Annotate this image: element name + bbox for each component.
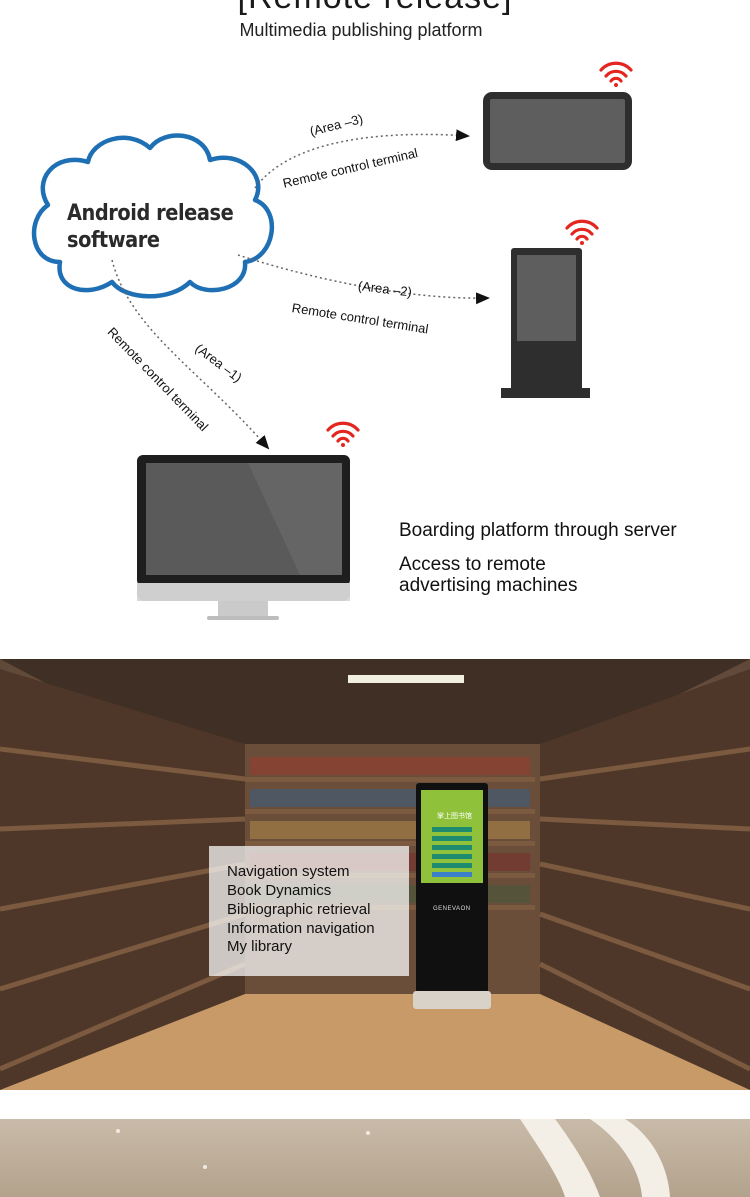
list-item: Information navigation xyxy=(227,920,375,937)
page-title: [Remote release] xyxy=(0,0,750,17)
cloud-label-line1: Android release xyxy=(67,201,234,226)
list-item: Navigation system xyxy=(227,863,350,880)
cloud-label-line2: software xyxy=(67,228,160,253)
wifi-icon xyxy=(565,219,599,245)
library-scene: 掌上图书馆 GENEVAON Navigation system Book Dy… xyxy=(0,659,750,1090)
info-line-access-2: advertising machines xyxy=(399,575,578,596)
diagram-graphics xyxy=(31,61,633,620)
wifi-icon xyxy=(599,61,633,87)
teaser-graphics xyxy=(116,1119,670,1197)
wifi-icon xyxy=(326,421,360,447)
tablet-icon xyxy=(483,92,632,170)
library-kiosk-icon xyxy=(413,783,491,1009)
info-line-access-1: Access to remote xyxy=(399,554,546,575)
page-subtitle: Multimedia publishing platform xyxy=(239,20,483,40)
list-item: Book Dynamics xyxy=(227,882,332,899)
cloud-label: Android release software xyxy=(67,200,243,254)
library-feature-panel xyxy=(209,846,409,976)
list-item: Bibliographic retrieval xyxy=(227,901,371,918)
kiosk-brand: GENEVAON xyxy=(433,906,471,912)
list-item: My library xyxy=(227,938,293,955)
link-lines xyxy=(111,129,490,450)
next-section-teaser xyxy=(0,1119,750,1197)
library-scene-graphics xyxy=(0,659,750,1090)
kiosk-screen-title: 掌上图书馆 xyxy=(437,813,472,820)
remote-release-diagram: Android release software (Area –3) Remot… xyxy=(31,61,677,620)
link-line-area3 xyxy=(254,129,470,189)
info-line-server: Boarding platform through server xyxy=(399,520,677,541)
monitor-icon xyxy=(137,455,350,620)
kiosk-icon xyxy=(501,248,590,398)
link-line-area2 xyxy=(237,254,490,305)
cloud-icon xyxy=(31,133,275,299)
